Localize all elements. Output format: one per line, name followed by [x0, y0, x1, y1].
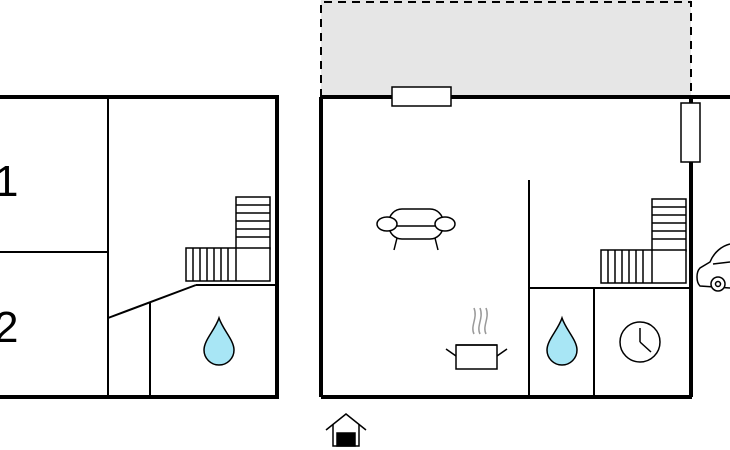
kitchen-pot-icon — [445, 307, 508, 370]
bathroom-water-drop-icon — [546, 315, 578, 366]
right-floor — [319, 0, 730, 447]
entrance-icon — [325, 413, 367, 447]
staircase-icon — [600, 198, 687, 284]
sofa-icon — [376, 208, 456, 251]
terrace-area — [321, 0, 691, 97]
terrace-dashed-border — [320, 1, 692, 97]
window-icon — [391, 86, 452, 107]
left-floor: 1 2 — [0, 95, 279, 399]
left-floor-outline — [0, 95, 279, 399]
room-label-1: 1 — [0, 157, 18, 206]
car-parking-icon — [696, 243, 730, 292]
clock-icon — [619, 321, 661, 363]
staircase-icon — [185, 196, 271, 282]
left-wall-diagonal — [107, 284, 197, 319]
window-icon — [680, 102, 701, 163]
bathroom-water-drop-icon — [203, 315, 235, 366]
room-label-2: 2 — [0, 303, 18, 352]
